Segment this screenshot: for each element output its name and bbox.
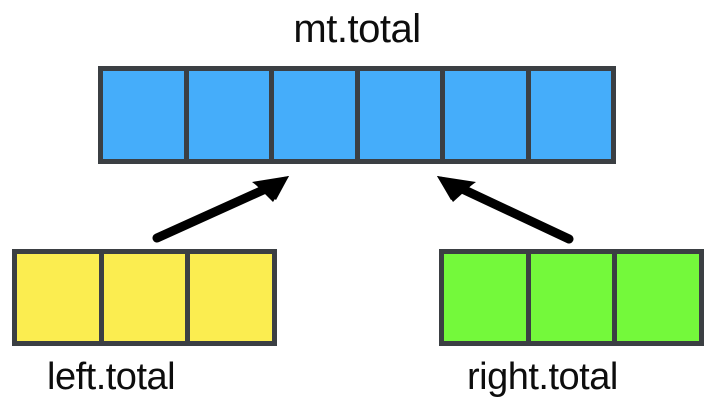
left-to-mt-arrow-icon (152, 176, 289, 243)
mt-total-cell (103, 71, 184, 159)
mt-total-cell (530, 71, 611, 159)
left-total-cell (103, 254, 186, 341)
mt-total-cell (359, 71, 440, 159)
right-total-label: right.total (467, 356, 618, 398)
left-total-label: left.total (47, 356, 176, 398)
mt-total-cell (188, 71, 269, 159)
left-total-cell (17, 254, 99, 341)
mt-total-array (98, 66, 616, 164)
right-total-array (439, 249, 704, 346)
mt-total-cell (274, 71, 355, 159)
right-total-cell (444, 254, 526, 341)
mt-total-cell (445, 71, 526, 159)
mt-total-label: mt.total (293, 7, 421, 51)
right-to-mt-arrow-icon (437, 176, 574, 244)
right-total-cell (617, 254, 700, 341)
left-total-array (12, 249, 277, 346)
left-total-cell (190, 254, 273, 341)
right-total-cell (530, 254, 613, 341)
